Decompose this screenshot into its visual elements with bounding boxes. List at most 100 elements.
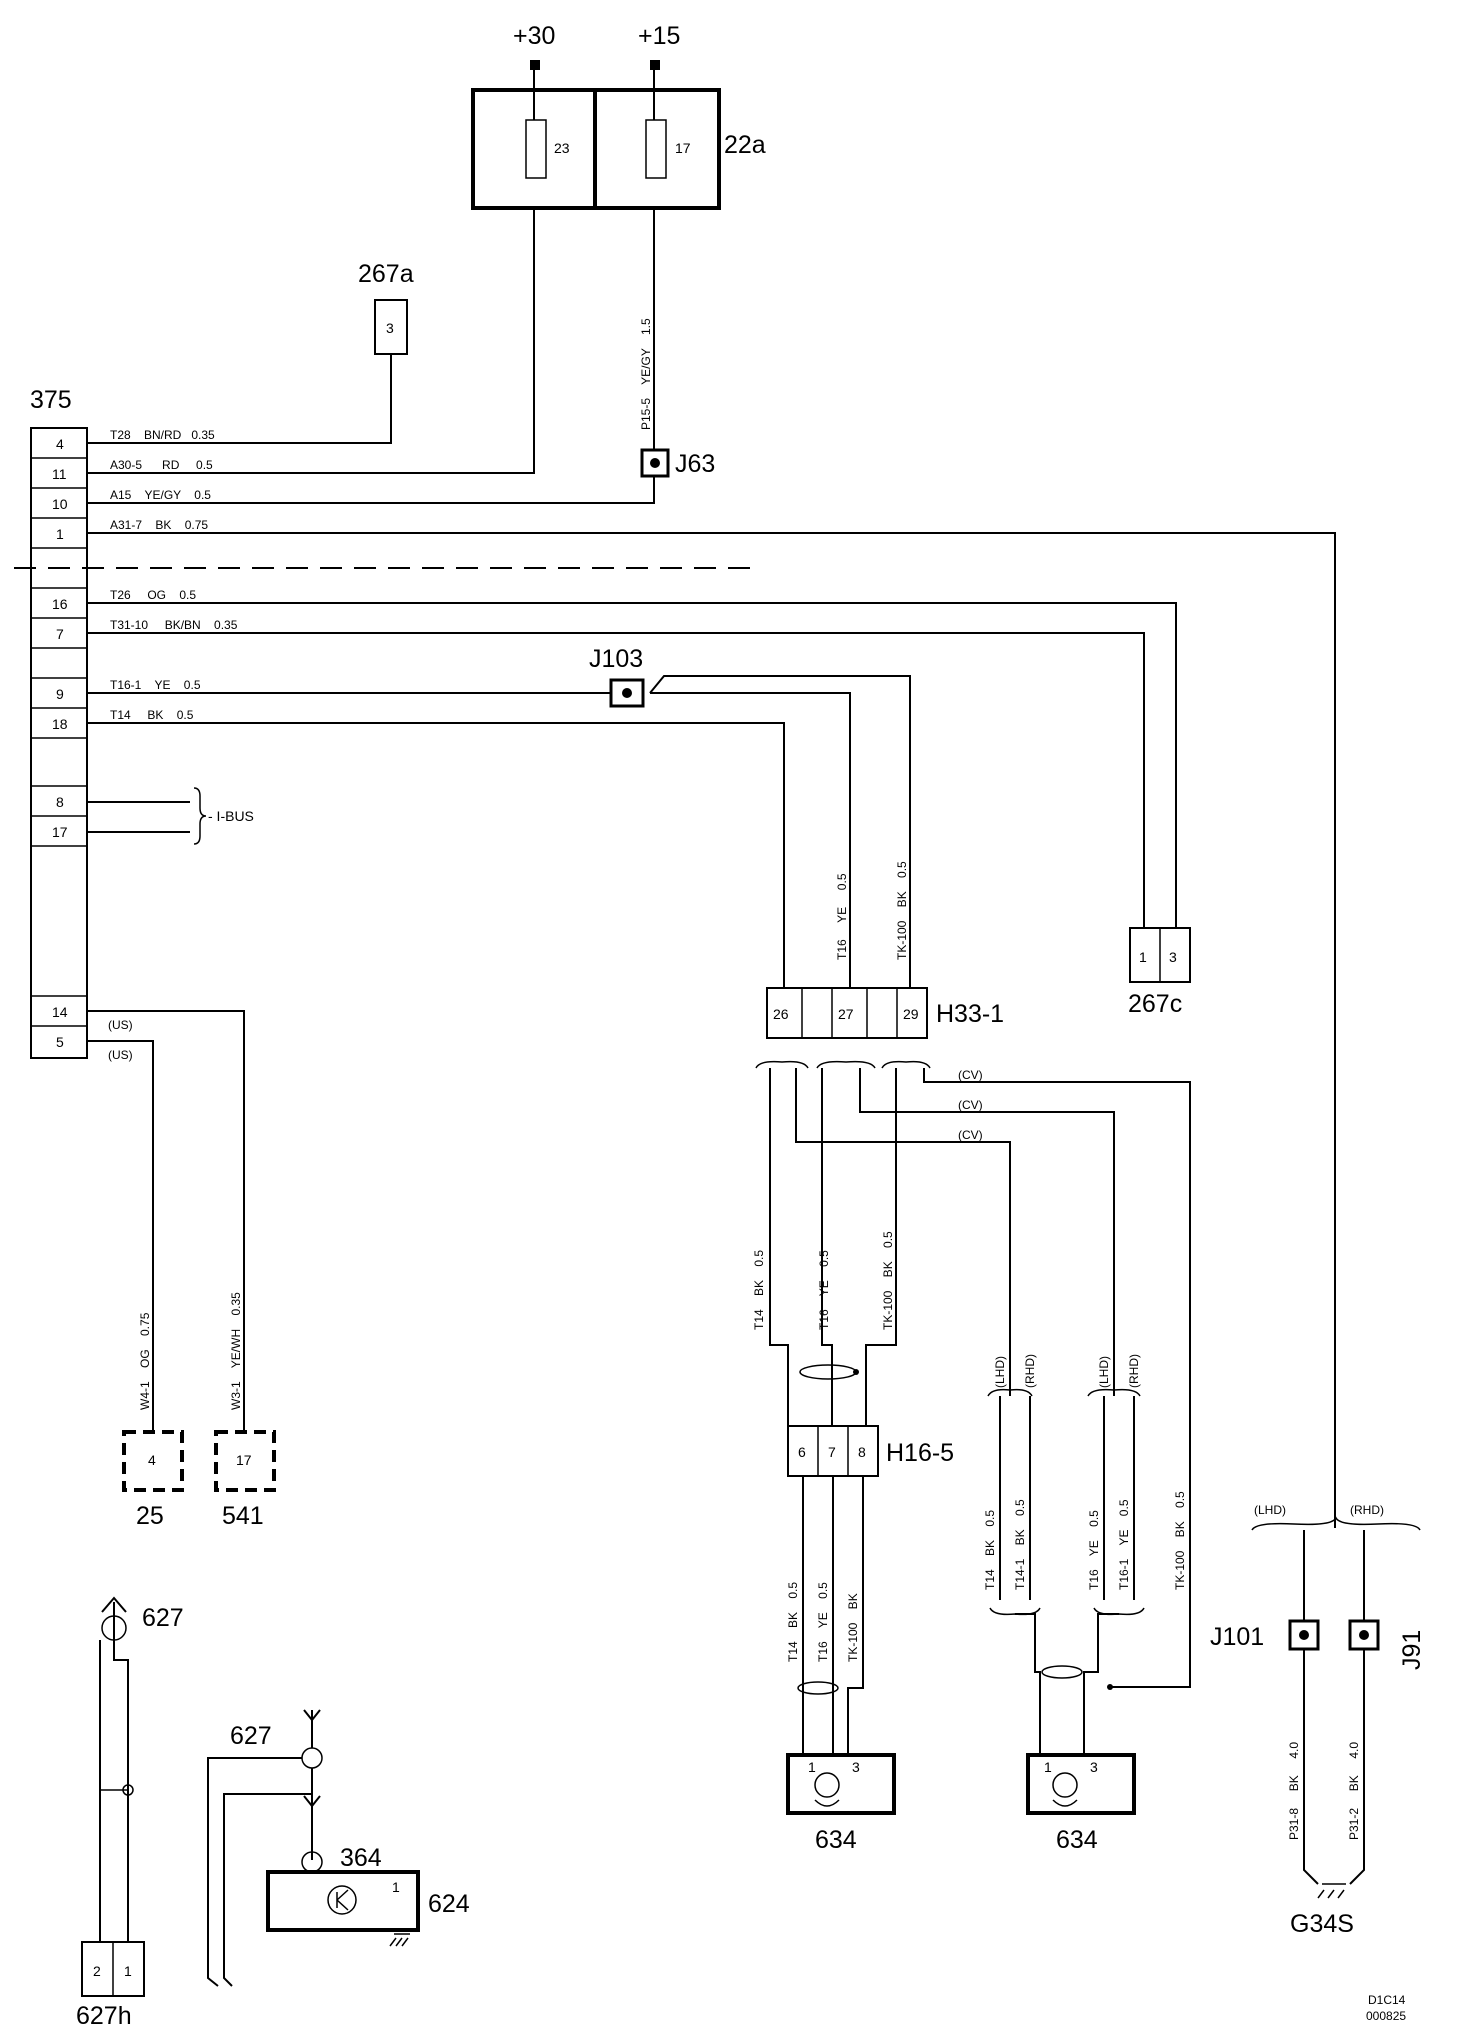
lhd-label-1: (LHD)	[993, 1356, 1007, 1388]
connector-25	[122, 1430, 184, 1492]
pin375-9: 9	[56, 686, 64, 702]
connector-364-label: 364	[340, 1844, 382, 1872]
ibus-label: - I-BUS	[208, 808, 254, 824]
h33-pin-29: 29	[903, 1006, 919, 1022]
wire-label-t14-mid: T14 BK 0.5	[752, 1250, 766, 1330]
wire-label-pin1: A31-7 BK 0.75	[110, 518, 208, 532]
rhd-label-2: (RHD)	[1127, 1354, 1141, 1388]
pin375-5: 5	[56, 1034, 64, 1050]
connector-267a-pin: 3	[386, 320, 394, 336]
junction-j103	[609, 678, 645, 708]
antenna-amp-624	[207, 1709, 420, 1987]
junction-j63-label: J63	[675, 450, 715, 478]
wires-to-634a	[797, 1476, 864, 1755]
h16-pin-7: 7	[828, 1444, 836, 1460]
pin375-11: 11	[52, 466, 67, 482]
antenna-627-label: 627	[142, 1604, 184, 1632]
connector-h33-1-label: H33-1	[936, 1000, 1004, 1028]
pin375-7: 7	[56, 626, 64, 642]
amp-624-label: 624	[428, 1890, 470, 1918]
connector-267a	[374, 299, 408, 355]
wire-label-pin7: T31-10 BK/BN 0.35	[110, 618, 238, 632]
connector-267c-label: 267c	[1128, 990, 1182, 1018]
junction-j63	[640, 448, 670, 478]
connector-541	[214, 1430, 276, 1492]
wire-label-t14-l: T14 BK 0.5	[983, 1510, 997, 1590]
wires-lhd-rhd-1	[987, 1388, 1145, 1755]
connector-h33-1	[766, 987, 928, 1039]
connector-627h-label: 627h	[76, 2002, 132, 2028]
lhd-label-3: (LHD)	[1254, 1503, 1286, 1517]
junction-j103-label: J103	[589, 645, 643, 673]
fuse-23-label: 23	[554, 140, 570, 156]
connector-25-label: 25	[136, 1502, 164, 1530]
wire-label-tk100: TK-100 BK 0.5	[895, 861, 909, 960]
pin375-1: 1	[56, 526, 64, 542]
us-label-2: (US)	[108, 1048, 133, 1062]
h16-pin-6: 6	[798, 1444, 806, 1460]
fuse-17-label: 17	[675, 140, 691, 156]
supply-30-label: +30	[513, 22, 555, 50]
speaker-634b-label: 634	[1056, 1826, 1098, 1854]
wires-lower	[87, 602, 1177, 1432]
ground-branch	[1251, 1516, 1421, 1899]
wires-upper	[87, 70, 1336, 1528]
speaker-634b-pin1: 1	[1044, 1759, 1052, 1775]
wire-label-t161: T16-1 YE 0.5	[1117, 1499, 1131, 1590]
drawing-code-line2: 000825	[1366, 2009, 1406, 2023]
connector-h16-5-label: H16-5	[886, 1439, 954, 1467]
wire-label-p318: P31-8 BK 4.0	[1287, 1742, 1301, 1840]
supply-15-terminal	[650, 60, 660, 70]
speaker-634a-label: 634	[815, 1826, 857, 1854]
speaker-634b-pin3: 3	[1090, 1759, 1098, 1775]
connector-375	[30, 427, 88, 1059]
pin375-4: 4	[56, 436, 64, 452]
wire-label-p312: P31-2 BK 4.0	[1347, 1742, 1361, 1840]
supply-30-terminal	[530, 60, 540, 70]
connector-541-label: 541	[222, 1502, 264, 1530]
cv-label-2: (CV)	[958, 1098, 983, 1112]
connector-267a-label: 267a	[358, 260, 414, 288]
connector-541-pin: 17	[236, 1452, 252, 1468]
drawing-code-line1: D1C14	[1368, 1993, 1406, 2007]
speaker-634a-pin3: 3	[852, 1759, 860, 1775]
supply-15-label: +15	[638, 22, 680, 50]
speaker-634b	[1026, 1753, 1136, 1815]
rhd-label-3: (RHD)	[1350, 1503, 1384, 1517]
antenna-627b-label: 627	[230, 1722, 272, 1750]
ground-g34s-label: G34S	[1290, 1910, 1354, 1938]
wire-label-t16-low: T16 YE 0.5	[816, 1582, 830, 1662]
antenna-627	[99, 1596, 134, 1942]
pin375-16: 16	[52, 596, 68, 612]
h16-pin-8: 8	[858, 1444, 866, 1460]
speaker-634a-pin1: 1	[808, 1759, 816, 1775]
wire-label-w41: W4-1 OG 0.75	[138, 1312, 152, 1410]
pin375-14: 14	[52, 1004, 68, 1020]
c627h-pin-1: 1	[124, 1963, 132, 1979]
wire-label-w31: W3-1 YE/WH 0.35	[229, 1292, 243, 1410]
h33-pin-27: 27	[838, 1006, 854, 1022]
junction-j101-label: J101	[1210, 1623, 1264, 1651]
c267c-pin-1: 1	[1139, 949, 1147, 965]
amp-624-pin1: 1	[392, 1879, 400, 1895]
wire-label-t16-l: T16 YE 0.5	[1087, 1510, 1101, 1590]
c627h-pin-2: 2	[93, 1963, 101, 1979]
rhd-label-1: (RHD)	[1023, 1354, 1037, 1388]
cv-label-3: (CV)	[958, 1128, 983, 1142]
wire-label-t16: T16 YE 0.5	[835, 873, 849, 960]
cv-label-1: (CV)	[958, 1068, 983, 1082]
pin375-18: 18	[52, 716, 68, 732]
wire-label-p15: P15-5 YE/GY 1.5	[639, 318, 653, 430]
lhd-label-2: (LHD)	[1097, 1356, 1111, 1388]
wire-label-pin16: T26 OG 0.5	[110, 588, 196, 602]
pin375-10: 10	[52, 496, 68, 512]
wire-label-tk-low: TK-100 BK	[846, 1593, 860, 1662]
us-label-1: (US)	[108, 1018, 133, 1032]
speaker-634a	[786, 1753, 896, 1815]
fusebox-22a	[471, 88, 721, 210]
wire-label-pin4: T28 BN/RD 0.35	[110, 428, 215, 442]
wire-label-tk-far: TK-100 BK 0.5	[1173, 1491, 1187, 1590]
h33-pin-26: 26	[773, 1006, 789, 1022]
junction-j91-label: J91	[1398, 1630, 1426, 1670]
